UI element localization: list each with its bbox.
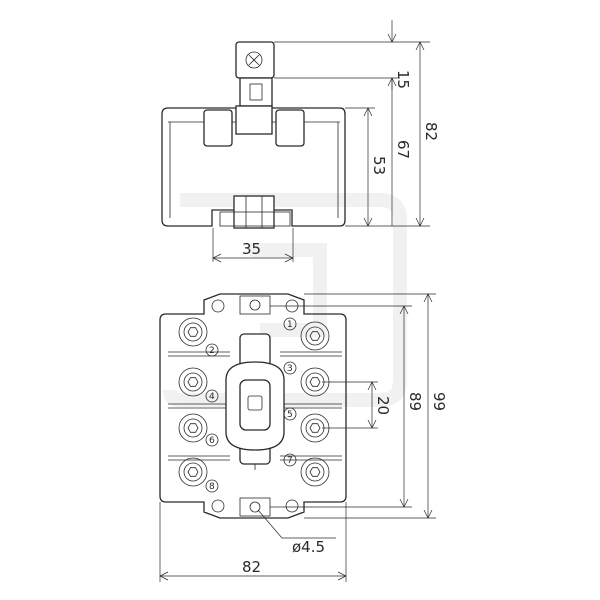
dim-20-label: 20: [374, 396, 392, 415]
side-view-dimensions: [212, 20, 430, 263]
dim-99-label: 99: [430, 392, 448, 411]
terminal-screw: [178, 367, 208, 397]
dim-82-width-label: 82: [242, 558, 261, 576]
terminal-number: 5: [287, 410, 293, 420]
shaft-neck: [239, 77, 273, 107]
dim-hole-diameter-label: ø4.5: [292, 538, 325, 556]
dim-35-label: 35: [242, 240, 261, 258]
terminal-number: 7: [287, 456, 293, 466]
terminal-number: 2: [209, 346, 215, 356]
terminal-number: 1: [287, 320, 293, 330]
terminal-number: 6: [209, 436, 215, 446]
terminal-screw: [300, 321, 330, 351]
shaft-collar: [235, 105, 273, 135]
screw-head: [245, 51, 263, 69]
rotor-shaft: [239, 379, 271, 431]
side-view: [161, 41, 346, 229]
base-plate: [159, 293, 347, 519]
terminal-number: 8: [209, 482, 215, 492]
dim-53-label: 53: [370, 156, 388, 175]
terminal-number: 4: [209, 392, 215, 402]
side-view-dimension-labels: 15 67 82 53 35: [242, 70, 440, 258]
terminal-screw: [300, 457, 330, 487]
dim-89-label: 89: [406, 392, 424, 411]
terminal-screw: [178, 413, 208, 443]
front-view: [159, 293, 347, 519]
latch-right: [275, 109, 305, 147]
dim-15-label: 15: [394, 70, 412, 89]
terminal-number: 3: [287, 364, 293, 374]
terminal-screw: [178, 457, 208, 487]
front-view-dimension-labels: 20 89 99 ø4.5 82: [242, 392, 448, 576]
terminal-screw: [178, 317, 208, 347]
side-body: [161, 107, 346, 227]
dim-82-label: 82: [422, 122, 440, 141]
shaft-head: [235, 41, 275, 79]
latch-left: [203, 109, 233, 147]
front-view-dimensions: [159, 293, 436, 582]
dim-67-label: 67: [394, 140, 412, 159]
terminal-numbers: 1 2 3 4 5 6 7 8: [205, 317, 297, 493]
